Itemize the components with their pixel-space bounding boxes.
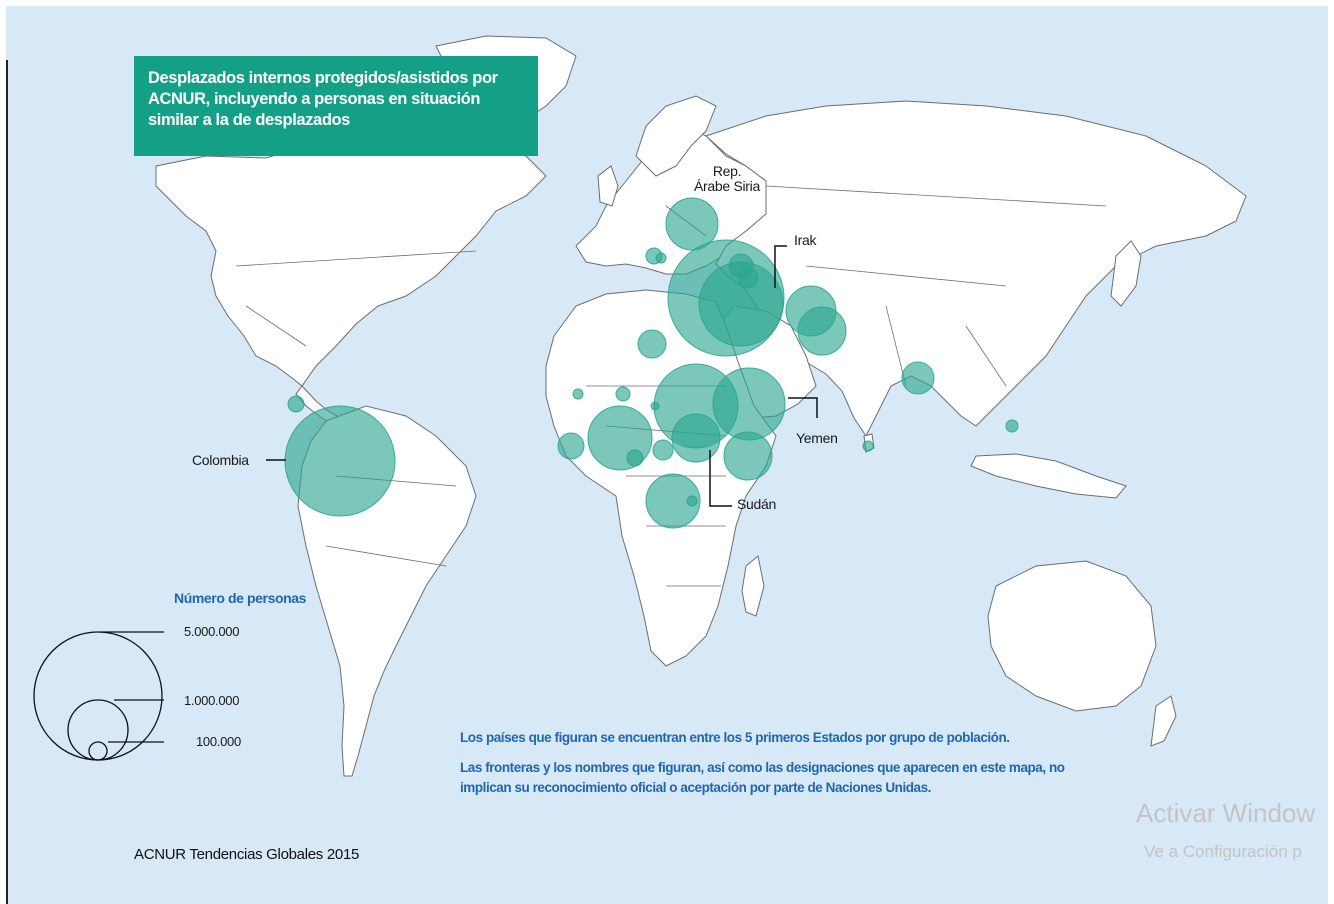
bubble-niger — [615, 386, 631, 402]
bubble-libya — [637, 329, 667, 359]
label-yemen: Yemen — [796, 430, 838, 446]
bubble-drc — [645, 473, 701, 529]
map-frame: Desplazados internos protegidos/asistido… — [6, 6, 1328, 904]
bubble-south-sudan — [671, 413, 721, 463]
label-colombia: Colombia — [192, 452, 249, 468]
label-siria-line1: Rep. — [712, 163, 742, 179]
bubble-mali — [572, 388, 584, 400]
legend-title: Número de personas — [174, 590, 307, 606]
new-zealand — [1150, 695, 1177, 747]
legend-value-1m: 1.000.000 — [184, 693, 240, 708]
leader-yemen — [788, 397, 818, 418]
leader-irak — [774, 245, 787, 288]
bubble-sri-lanka — [862, 440, 874, 452]
bubble-somalia — [723, 431, 773, 481]
bubble-yemen — [712, 367, 786, 441]
bubble-burundi — [686, 495, 698, 507]
activation-watermark-subtitle: Ve a Configuración p — [1144, 842, 1302, 861]
callout-lines — [266, 245, 818, 507]
leader-sudan — [709, 450, 732, 507]
bubble-pakistan — [797, 306, 847, 356]
map-title: Desplazados internos protegidos/asistido… — [134, 56, 538, 156]
world-map — [6, 6, 1328, 904]
bubble-philippines — [1005, 419, 1019, 433]
bubble-car — [652, 439, 674, 461]
note-line1: Los países que figuran se encuentran ent… — [460, 730, 1010, 745]
madagascar — [741, 555, 765, 617]
note-line3: implican su reconocimiento oficial o ace… — [460, 780, 931, 795]
scandinavia — [635, 95, 717, 177]
australia — [987, 560, 1157, 712]
bubble-balkan-2 — [655, 252, 667, 264]
uk — [597, 165, 619, 207]
bubble-colombia — [284, 405, 396, 517]
legend-value-5m: 5.000.000 — [184, 624, 240, 639]
legend-circle-100k — [88, 741, 108, 761]
bubble-honduras — [287, 395, 305, 413]
label-sudan: Sudán — [737, 496, 776, 512]
bubble-cameroon — [626, 449, 644, 467]
legend-circles — [33, 631, 164, 761]
label-siria-line2: Árabe Siria — [694, 178, 760, 194]
left-edge-line — [6, 60, 8, 904]
bubble-myanmar — [901, 361, 935, 395]
label-siria: Rep. Árabe Siria — [690, 164, 764, 194]
activation-watermark-title: Activar Window — [1136, 798, 1316, 828]
label-irak: Irak — [794, 232, 817, 248]
bubble-cote-ivoire — [557, 432, 585, 460]
bubble-azerbaijan — [737, 267, 759, 289]
source-credit: ACNUR Tendencias Globales 2015 — [134, 846, 360, 863]
bubbles — [284, 197, 1019, 529]
note-line2: Las fronteras y los nombres que figuran,… — [460, 760, 1065, 775]
indonesia — [970, 453, 1127, 499]
legend-value-100k: 100.000 — [196, 734, 241, 749]
bubble-ukraine — [665, 197, 719, 251]
japan — [1110, 240, 1142, 307]
